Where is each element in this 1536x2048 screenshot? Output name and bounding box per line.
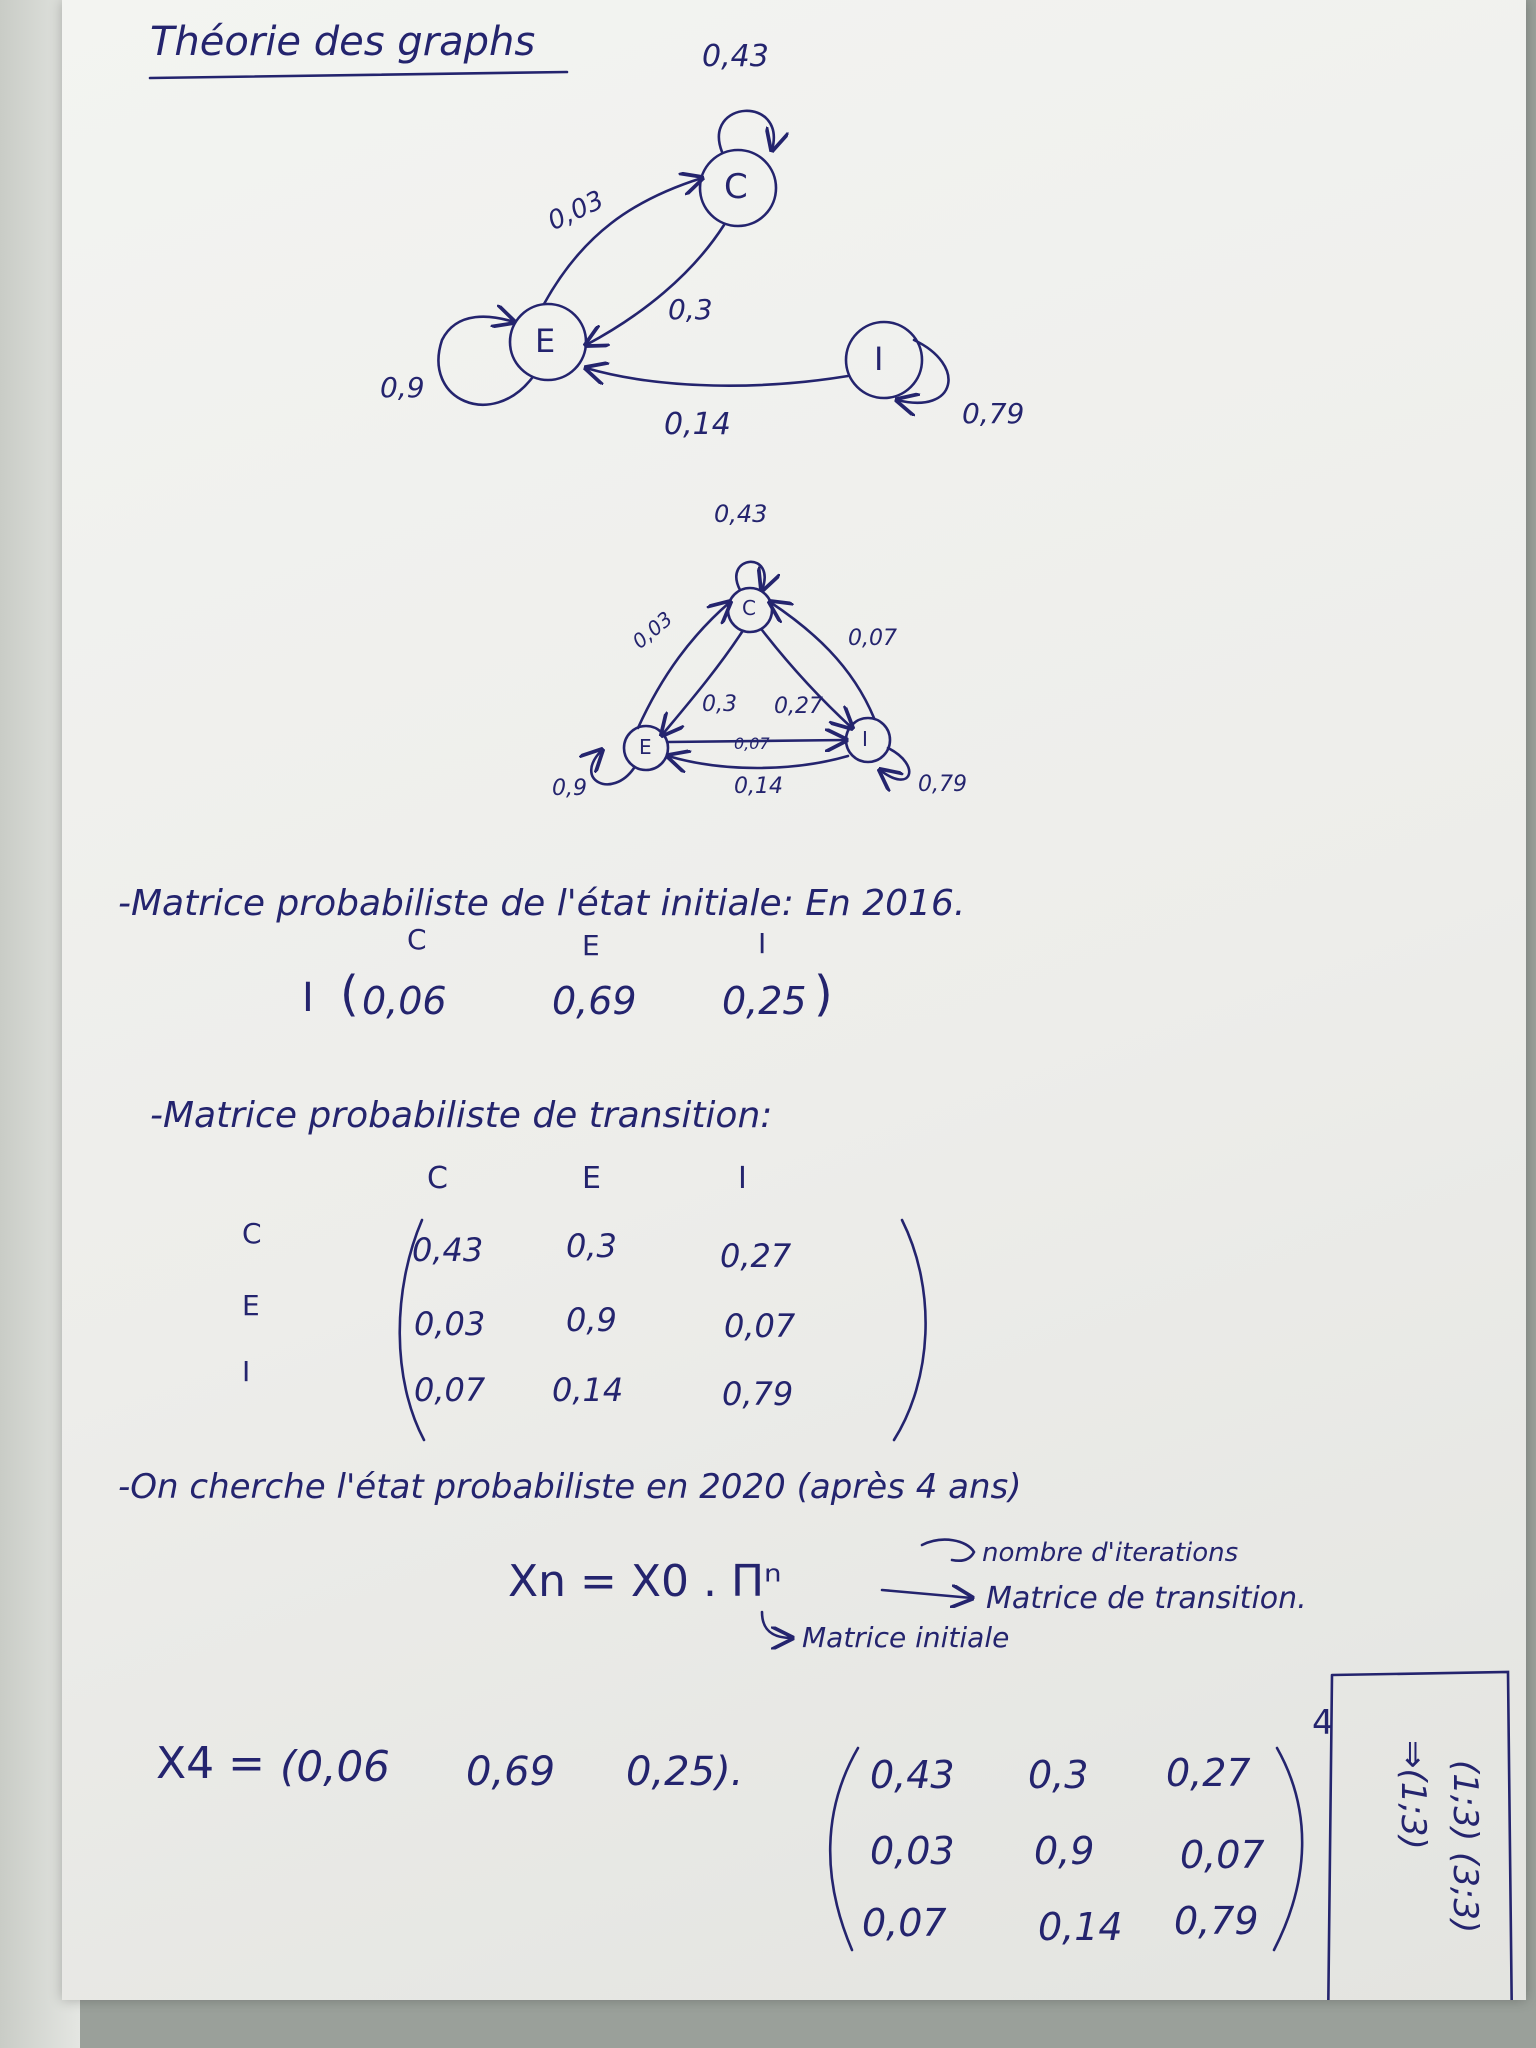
g2-label-i-to-c: 0,07 (848, 626, 897, 651)
g2-edge-c-i (760, 628, 852, 728)
calc-lhs: X4 = (156, 1738, 265, 1789)
g2-node-e-circle (622, 724, 670, 772)
transition-cell: 0,43 (412, 1231, 484, 1269)
initial-col-i: I (758, 927, 767, 960)
g2-label-i-loop: 0,79 (918, 772, 967, 797)
g2-label-c-loop: 0,43 (714, 500, 768, 528)
transition-cell: 0,07 (724, 1307, 796, 1345)
g2-edge-c-e (662, 630, 744, 735)
calc-cell: 0,3 (1028, 1753, 1089, 1797)
g2-edge-e-c (636, 602, 730, 730)
g2-edge-e-i (666, 740, 846, 742)
g1-edge-e-c (542, 178, 702, 306)
transition-col-c: C (427, 1161, 448, 1196)
g1-node-i-circle (844, 320, 924, 400)
initial-value-c: 0,06 (362, 979, 447, 1023)
side-note-line2: ⇒(1;3) (1393, 1740, 1433, 1850)
search-heading: -On cherche l'état probabiliste en 2020 … (118, 1467, 1022, 1507)
transition-left-bracket (398, 1218, 426, 1442)
transition-heading: -Matrice probabiliste de transition: (150, 1095, 773, 1136)
g1-loop-e (437, 317, 534, 406)
g1-label-c-to-e: 0,3 (668, 293, 713, 326)
transition-cell: 0,9 (566, 1301, 617, 1339)
initial-open-paren: ( (340, 966, 359, 1022)
transition-cell: 0,14 (552, 1371, 624, 1409)
g1-edge-c-e (586, 223, 726, 345)
g2-label-c-to-e: 0,3 (702, 692, 737, 717)
g1-label-e-loop: 0,9 (380, 371, 425, 404)
g1-label-i-to-e: 0,14 (664, 407, 731, 442)
transition-row-e: E (242, 1289, 260, 1322)
g2-label-i-to-e: 0,14 (734, 774, 783, 799)
g1-loop-i (897, 338, 950, 403)
page-title: Théorie des graphs (150, 19, 536, 65)
g2-edge-i-e (668, 756, 850, 768)
calc-right-bracket (1272, 1746, 1304, 1952)
initial-col-e: E (582, 929, 600, 962)
search-note-x0: Matrice initiale (802, 1621, 1010, 1654)
initial-heading: -Matrice probabiliste de l'état initiale… (118, 883, 966, 924)
title-underline (148, 70, 569, 80)
g1-loop-c (717, 109, 774, 152)
initial-value-e: 0,69 (552, 979, 637, 1023)
transition-cell: 0,03 (414, 1305, 486, 1343)
transition-cell: 0,07 (414, 1371, 486, 1409)
side-note-line1: (1;3) (3;3) (1445, 1760, 1485, 1934)
g1-node-c-label: C (724, 167, 748, 207)
g2-loop-e (591, 750, 636, 786)
g1-label-c-loop: 0,43 (702, 39, 769, 74)
g1-node-e-label: E (535, 322, 556, 360)
transition-cell: 0,79 (722, 1375, 794, 1413)
initial-value-i: 0,25 (722, 979, 807, 1023)
calc-power: 4 (1312, 1703, 1334, 1743)
g2-label-e-loop: 0,9 (552, 776, 587, 801)
calc-row-c: (0,06 (280, 1742, 390, 1791)
calc-cell: 0,79 (1174, 1899, 1259, 1943)
transition-col-e: E (582, 1161, 601, 1196)
initial-close-paren: ) (814, 966, 833, 1022)
g2-node-e-label: E (639, 735, 652, 759)
search-note-pi: Matrice de transition. (986, 1581, 1307, 1616)
g2-edge-i-c (770, 602, 876, 720)
note-arrow-x0 (760, 1610, 792, 1638)
side-note-box (1327, 1670, 1513, 2000)
calc-cell: 0,14 (1038, 1905, 1123, 1949)
search-formula: Xn = X0 . Πⁿ (508, 1556, 782, 1607)
initial-col-c: C (407, 923, 427, 956)
g2-label-c-to-i: 0,27 (774, 694, 823, 719)
transition-right-bracket (892, 1218, 927, 1442)
g1-label-i-loop: 0,79 (962, 397, 1025, 430)
calc-cell: 0,07 (862, 1901, 947, 1945)
calc-cell: 0,03 (870, 1829, 955, 1873)
transition-row-c: C (242, 1217, 262, 1250)
g2-loop-i (880, 746, 911, 780)
g2-label-e-to-i: 0,07 (734, 734, 770, 753)
calc-cell: 0,43 (870, 1753, 955, 1797)
transition-row-i: I (242, 1355, 251, 1388)
transition-cell: 0,3 (566, 1227, 617, 1265)
note-arrow-pi (880, 1590, 972, 1598)
g1-edge-i-e (586, 368, 850, 387)
transition-cell: 0,27 (720, 1237, 792, 1275)
calc-cell: 0,07 (1180, 1833, 1265, 1877)
g2-node-i-label: I (862, 727, 868, 751)
transition-col-i: I (738, 1161, 747, 1196)
calc-cell: 0,9 (1034, 1829, 1095, 1873)
g2-node-c-label: C (742, 596, 756, 620)
search-note-n: nombre d'iterations (982, 1538, 1239, 1568)
calc-left-bracket (828, 1746, 860, 1952)
notebook-page: Théorie des graphs (62, 0, 1526, 2000)
g2-loop-c (735, 560, 764, 590)
note-arrow-n (920, 1538, 976, 1563)
drawings (148, 70, 1513, 2000)
calc-row-e: 0,69 (466, 1749, 556, 1795)
calc-row-i: 0,25). (626, 1749, 744, 1795)
initial-row-label: I (302, 975, 314, 1021)
calc-cell: 0,27 (1166, 1751, 1251, 1795)
g1-node-i-label: I (874, 340, 884, 378)
g2-node-i-circle (844, 716, 892, 764)
